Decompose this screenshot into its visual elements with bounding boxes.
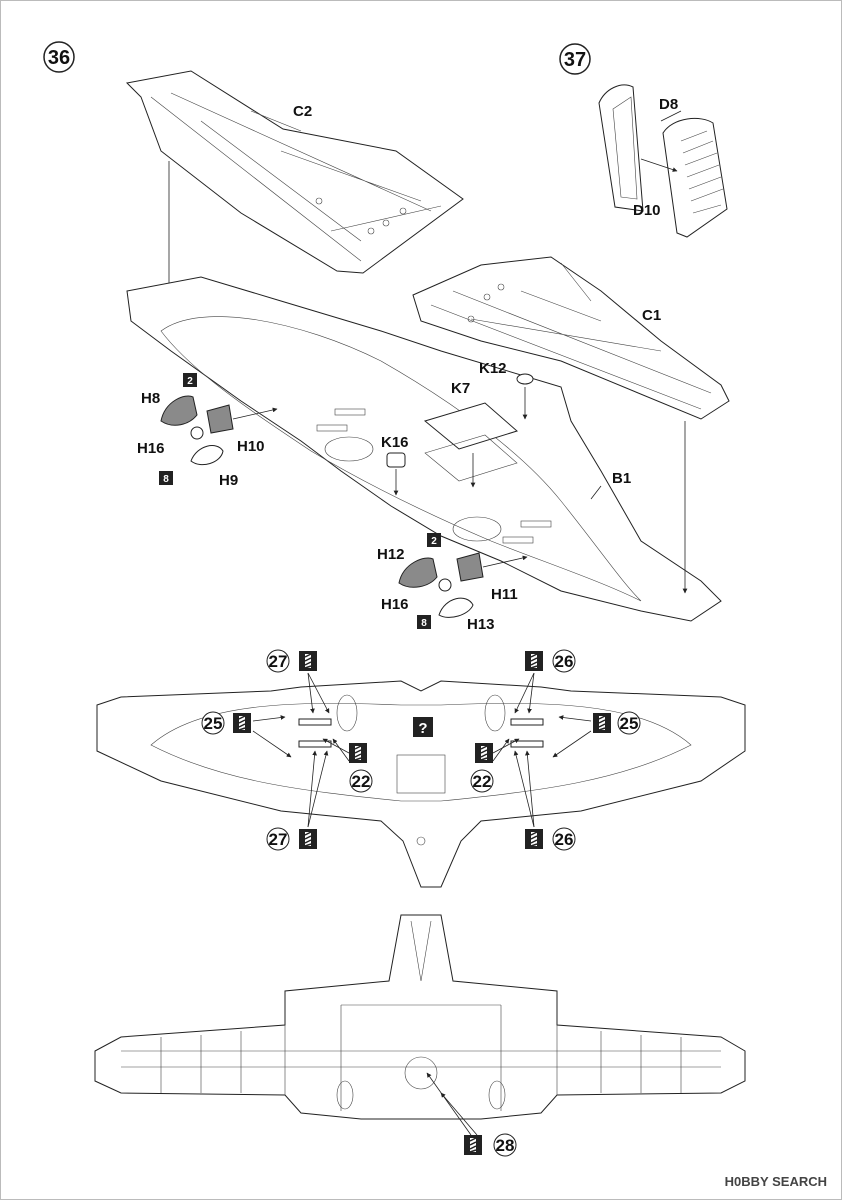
callout-27-top: 27 [269,652,288,671]
decal-stripe-icon [524,650,544,672]
decal-stripe-icon [298,828,318,850]
label-k7: K7 [451,380,470,397]
step-36-number: 36 [48,47,70,69]
step-37-number: 37 [564,49,586,71]
decal-stripe-icon [474,742,494,764]
wing-c2: C2 [125,70,464,307]
decal-stripe-icon [298,650,318,672]
decal-stripe-icon [348,742,368,764]
callout-26-top: 26 [555,652,574,671]
label-h16-right: H16 [381,596,409,613]
label-h8: H8 [141,390,160,407]
label-h11: H11 [491,586,518,603]
label-h9: H9 [219,472,238,489]
question-mark-box: ? [418,720,427,737]
watermark-logo: H0BBY SEARCH [724,1174,827,1189]
step-36: 36 [43,41,75,73]
callout-25-left: 25 [204,714,223,733]
callout-28: 28 [496,1136,515,1155]
label-h16-left: H16 [137,440,165,457]
callout-26-bottom: 26 [555,830,574,849]
label-b1: B1 [612,470,631,487]
decal-stripe-icon [592,712,612,734]
wing-underside-decals: ? 27 25 22 27 26 25 22 26 [96,649,746,888]
paint-box-h8: 2 [187,376,193,387]
label-c2: C2 [293,103,312,120]
small-parts-k: K12 K7 K16 [381,360,534,496]
label-d10: D10 [633,202,661,219]
callout-22-right: 22 [473,772,492,791]
decal-stripe-icon [463,1134,483,1156]
callout-27-bottom: 27 [269,830,288,849]
label-h13: H13 [467,616,495,633]
label-k16: K16 [381,434,409,451]
paint-box-h12: 2 [431,536,437,547]
wing-top-view: 28 [94,914,746,1157]
wing-c1: C1 [412,256,730,594]
landing-light-left: 2 H8 H10 H16 H9 8 [137,373,278,489]
rudder-assembly: D8 D10 [598,84,728,238]
label-k12: K12 [479,360,507,377]
landing-light-right: 2 H12 H11 H16 H13 8 [377,533,528,633]
decal-stripe-icon [232,712,252,734]
wing-b1: B1 [126,276,722,622]
step-37: 37 [559,43,591,75]
part-d8-shape [662,117,728,238]
callout-22-left: 22 [352,772,371,791]
callout-25-right: 25 [620,714,639,733]
paint-box-h9: 8 [163,474,169,485]
paint-box-h13: 8 [421,618,427,629]
label-h10: H10 [237,438,265,455]
label-c1: C1 [642,307,661,324]
label-d8: D8 [659,96,678,113]
decal-stripe-icon [524,828,544,850]
label-h12: H12 [377,546,405,563]
